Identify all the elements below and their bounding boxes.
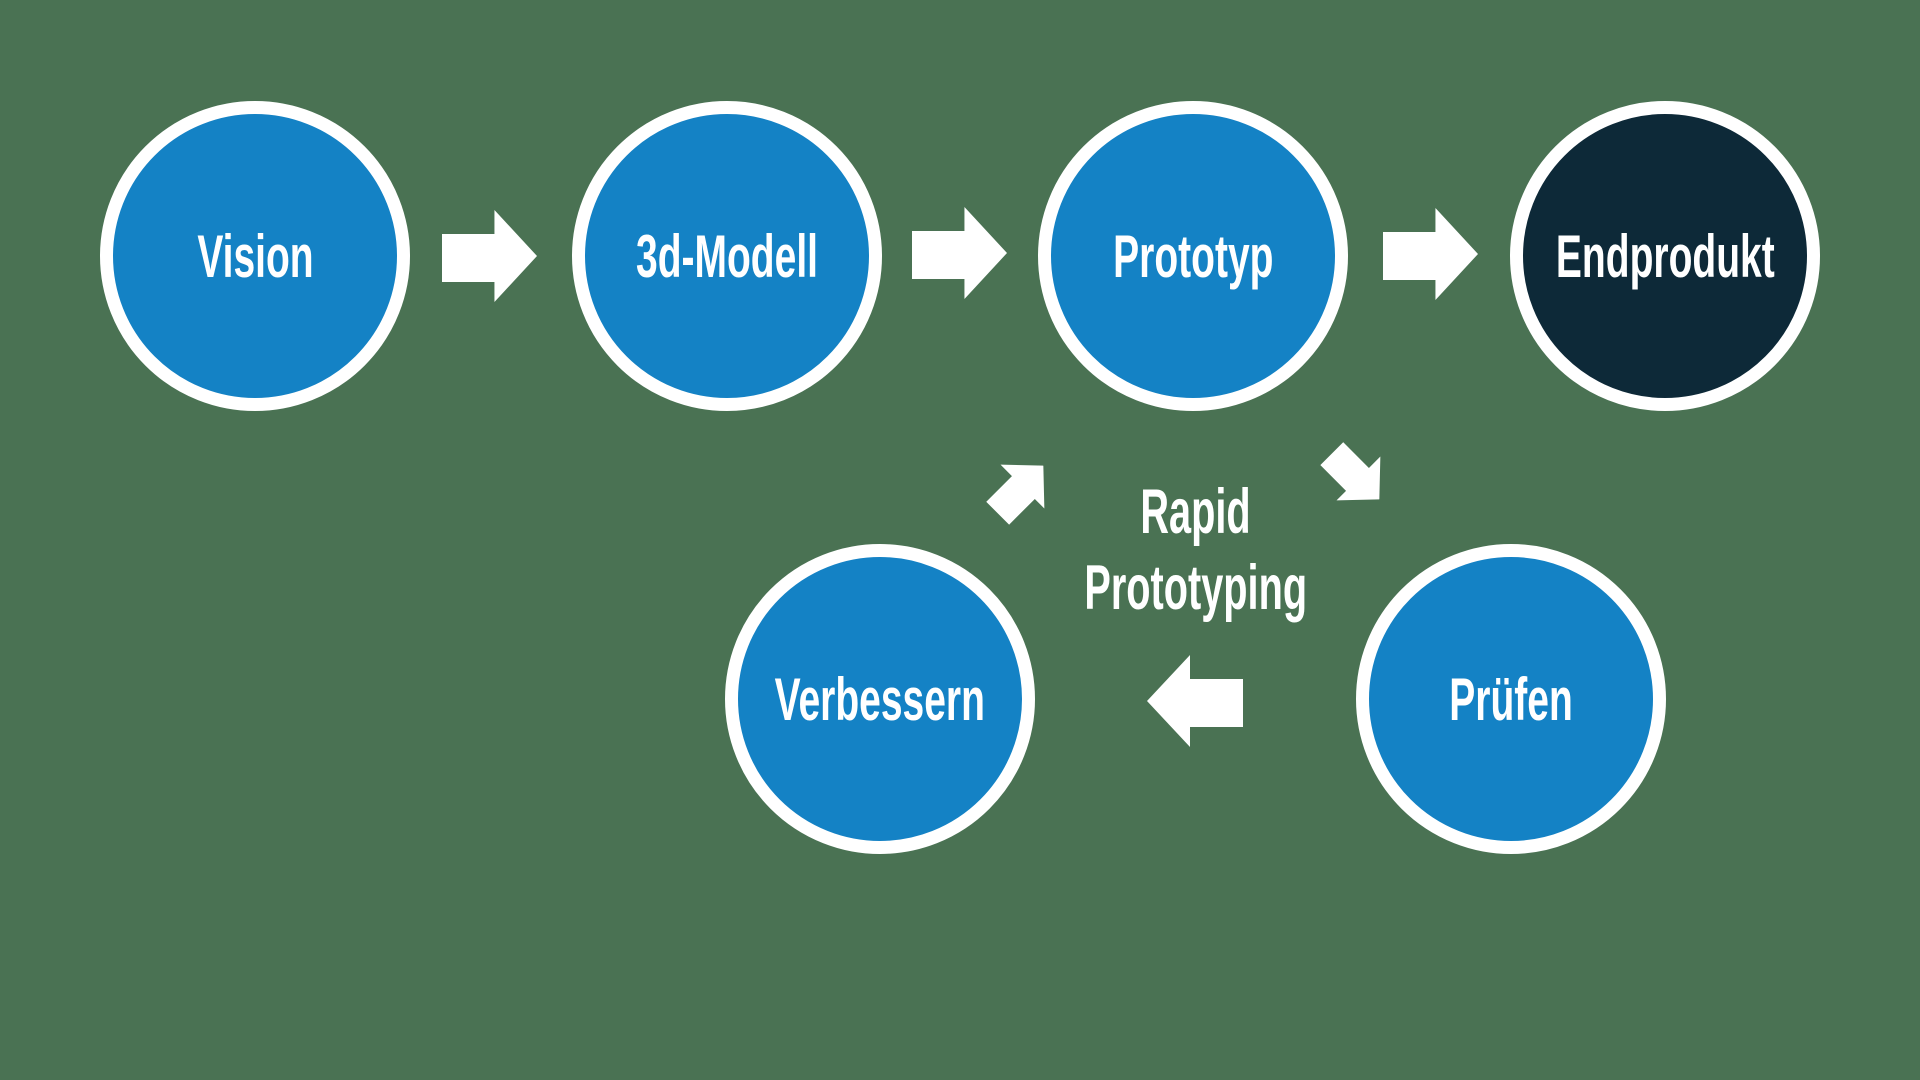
arrow-up-right-icon	[975, 444, 1066, 535]
cycle-label-line2: Prototyping	[1084, 553, 1308, 623]
node-3d-modell-label: 3d-Modell	[636, 222, 818, 290]
arrow-down-right-icon	[1311, 431, 1402, 522]
cycle-label: Rapid Prototyping	[996, 474, 1396, 626]
node-vision-label: Vision	[196, 222, 314, 290]
node-pruefen-label: Prüfen	[1449, 665, 1573, 733]
node-endprodukt-label: Endprodukt	[1555, 222, 1775, 290]
node-endprodukt: Endprodukt	[1510, 101, 1820, 411]
node-verbessern: Verbessern	[725, 544, 1035, 854]
node-pruefen: Prüfen	[1356, 544, 1666, 854]
arrow-right-icon	[1383, 208, 1478, 300]
arrow-right-icon	[912, 207, 1007, 299]
node-3d-modell: 3d-Modell	[572, 101, 882, 411]
node-verbessern-label: Verbessern	[774, 665, 986, 733]
arrow-right-icon	[442, 210, 537, 302]
cycle-label-line1: Rapid	[1140, 477, 1252, 547]
node-prototyp-label: Prototyp	[1112, 222, 1274, 290]
node-vision: Vision	[100, 101, 410, 411]
node-prototyp: Prototyp	[1038, 101, 1348, 411]
arrow-left-icon	[1147, 655, 1243, 747]
